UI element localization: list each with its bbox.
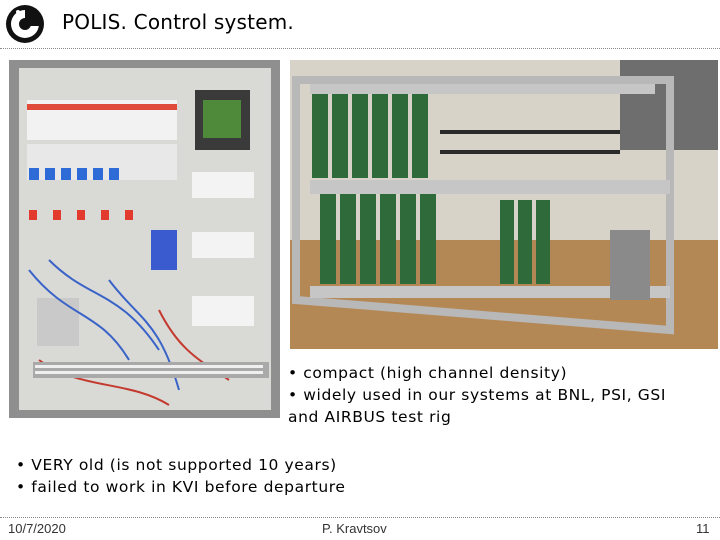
logo-icon: [6, 5, 44, 43]
features-list: • compact (high channel density) • widel…: [288, 362, 718, 428]
list-item: • compact (high channel density): [288, 364, 568, 382]
list-item: and AIRBUS test rig: [288, 408, 452, 426]
list-item: • widely used in our systems at BNL, PSI…: [288, 386, 666, 404]
cabinet-photo: [9, 60, 280, 418]
issues-list: • VERY old (is not supported 10 years) •…: [16, 454, 576, 498]
list-item: • failed to work in KVI before departure: [16, 478, 346, 496]
crate-photo: [290, 60, 718, 349]
list-item: • VERY old (is not supported 10 years): [16, 456, 337, 474]
slide-title: POLIS. Control system.: [62, 10, 294, 34]
footer-date: 10/7/2020: [8, 521, 66, 536]
footer-divider: [0, 517, 720, 519]
footer-author: P. Kravtsov: [322, 521, 387, 536]
title-divider: [0, 48, 720, 50]
page-number: 11: [696, 521, 710, 536]
